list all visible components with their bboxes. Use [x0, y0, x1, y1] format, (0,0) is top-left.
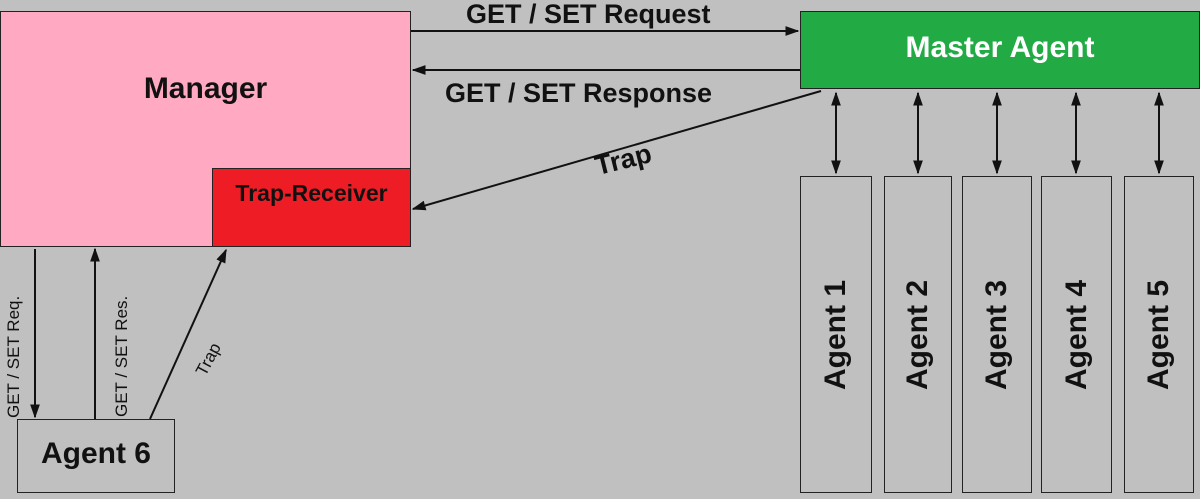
agent-6-label: Agent 6 — [40, 437, 151, 470]
trap-up-arrow — [149, 248, 227, 420]
agent-5-box: Agent 5 — [1124, 176, 1194, 493]
agent-3-box: Agent 3 — [962, 176, 1032, 493]
get-set-res-label: GET / SET Res. — [112, 295, 131, 417]
trap-arrow — [411, 90, 822, 211]
get-set-req-label: GET / SET Req. — [4, 295, 23, 418]
manager-title: Manager — [143, 72, 268, 105]
get-set-response-label: GET / SET Response — [445, 78, 713, 108]
trap-receiver-box — [212, 168, 411, 247]
master-agent-box — [800, 11, 1200, 89]
agent-2-box: Agent 2 — [884, 176, 952, 493]
get-set-request-label: GET / SET Request — [466, 0, 711, 29]
master-agent-label: Master Agent — [905, 31, 1095, 64]
agent-6-box — [17, 419, 175, 493]
agent-1-box: Agent 1 — [800, 176, 872, 493]
trap-receiver-label: Trap-Receiver — [235, 180, 388, 206]
agent-4-box: Agent 4 — [1041, 176, 1112, 493]
